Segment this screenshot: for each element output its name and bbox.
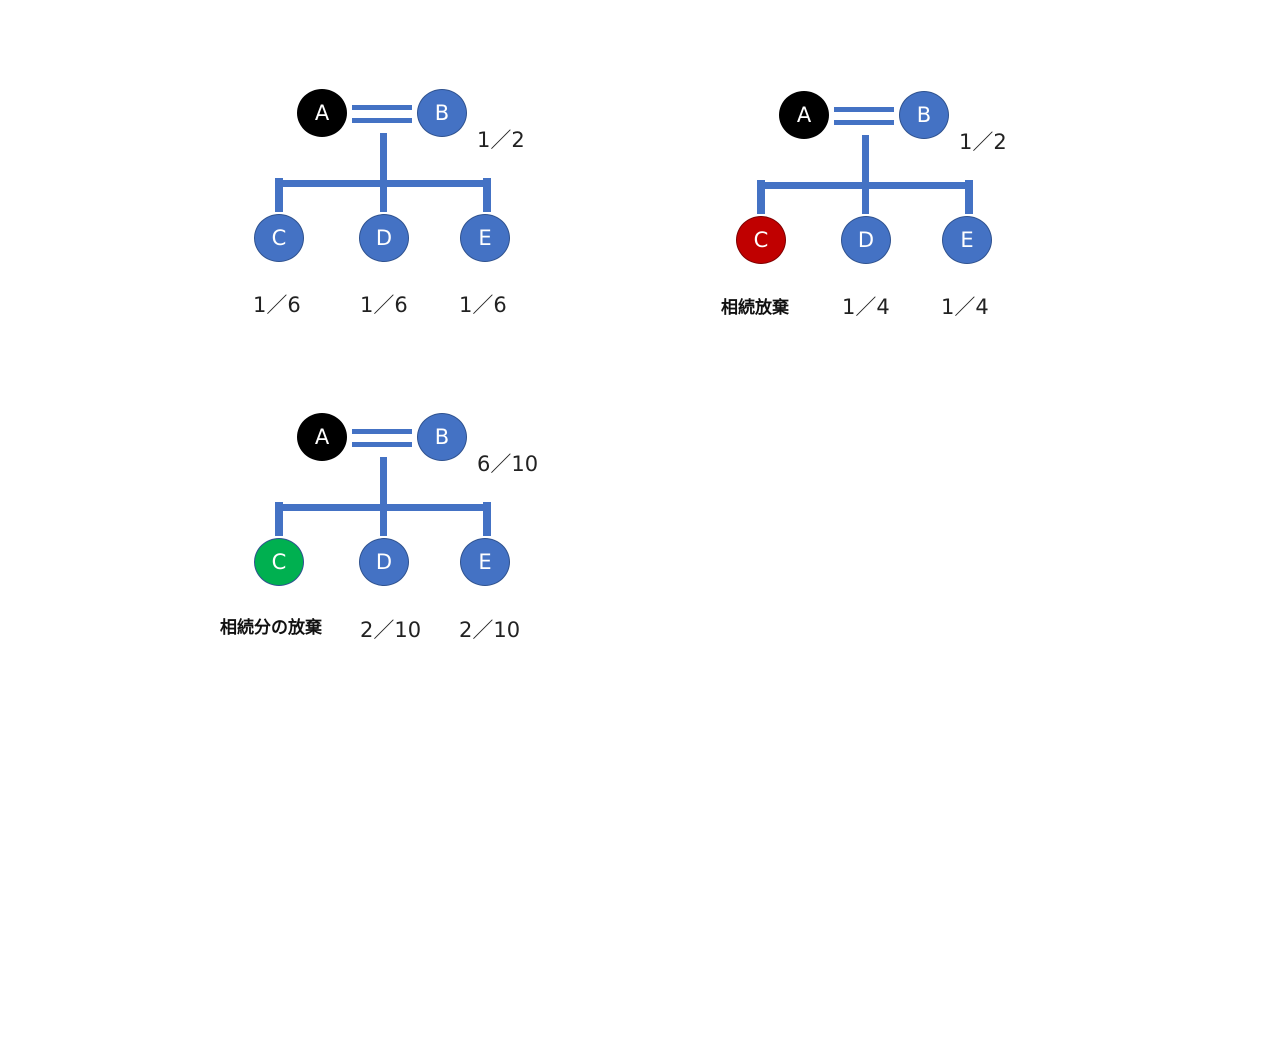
drop-d bbox=[862, 185, 869, 214]
node-e-label: E bbox=[478, 550, 492, 574]
drop-c bbox=[275, 502, 283, 536]
node-a-label: A bbox=[314, 425, 330, 449]
marriage-line-top bbox=[352, 429, 412, 434]
node-b: B bbox=[417, 89, 467, 137]
node-c-renounced: C bbox=[736, 216, 786, 264]
drop-c bbox=[275, 178, 283, 212]
node-d: D bbox=[359, 214, 409, 262]
node-c-partial: C bbox=[254, 538, 304, 586]
node-d: D bbox=[841, 216, 891, 264]
node-c: C bbox=[254, 214, 304, 262]
share-d: 1／6 bbox=[360, 293, 408, 317]
c-status-note: 相続放棄 bbox=[721, 298, 789, 318]
node-d-label: D bbox=[375, 550, 393, 574]
drop-d bbox=[380, 183, 387, 212]
node-b: B bbox=[417, 413, 467, 461]
marriage-line-top bbox=[834, 107, 894, 112]
share-c: 1／6 bbox=[253, 293, 301, 317]
node-c-label: C bbox=[753, 228, 769, 252]
diagram-renunciation: A B C D E 1／2 相続放棄 1／4 1／4 bbox=[482, 2, 1280, 722]
marriage-line-bottom bbox=[352, 118, 412, 123]
share-b: 1／2 bbox=[959, 130, 1007, 154]
drop-e bbox=[965, 180, 973, 214]
node-d-label: D bbox=[857, 228, 875, 252]
drop-d bbox=[380, 507, 387, 536]
node-a: A bbox=[779, 91, 829, 139]
node-d-label: D bbox=[375, 226, 393, 250]
diagram-share-renunciation: A B C D E 6／10 相続分の放棄 2／10 2／10 bbox=[0, 324, 1280, 1044]
node-e-label: E bbox=[960, 228, 974, 252]
share-d: 2／10 bbox=[360, 618, 422, 642]
node-d: D bbox=[359, 538, 409, 586]
node-a-label: A bbox=[314, 101, 330, 125]
node-a: A bbox=[297, 413, 347, 461]
marriage-line-bottom bbox=[834, 120, 894, 125]
node-a: A bbox=[297, 89, 347, 137]
node-e: E bbox=[460, 538, 510, 586]
share-e: 2／10 bbox=[459, 618, 521, 642]
marriage-line-bottom bbox=[352, 442, 412, 447]
descent-stem bbox=[380, 133, 387, 188]
node-e: E bbox=[942, 216, 992, 264]
node-e-label: E bbox=[478, 226, 492, 250]
c-status-note: 相続分の放棄 bbox=[220, 618, 322, 638]
node-c-label: C bbox=[271, 226, 287, 250]
marriage-line-top bbox=[352, 105, 412, 110]
node-b-label: B bbox=[434, 425, 450, 449]
drop-e bbox=[483, 502, 491, 536]
descent-stem bbox=[862, 135, 869, 190]
node-c-label: C bbox=[271, 550, 287, 574]
node-b-label: B bbox=[916, 103, 932, 127]
descent-stem bbox=[380, 457, 387, 512]
share-b: 1／2 bbox=[477, 128, 525, 152]
drop-e bbox=[483, 178, 491, 212]
share-b: 6／10 bbox=[477, 452, 539, 476]
node-b: B bbox=[899, 91, 949, 139]
node-a-label: A bbox=[796, 103, 812, 127]
node-e: E bbox=[460, 214, 510, 262]
node-b-label: B bbox=[434, 101, 450, 125]
share-e: 1／4 bbox=[941, 295, 989, 319]
share-d: 1／4 bbox=[842, 295, 890, 319]
share-e: 1／6 bbox=[459, 293, 507, 317]
drop-c bbox=[757, 180, 765, 214]
diagram-base: A B C D E 1／2 1／6 1／6 1／6 bbox=[253, 89, 525, 317]
